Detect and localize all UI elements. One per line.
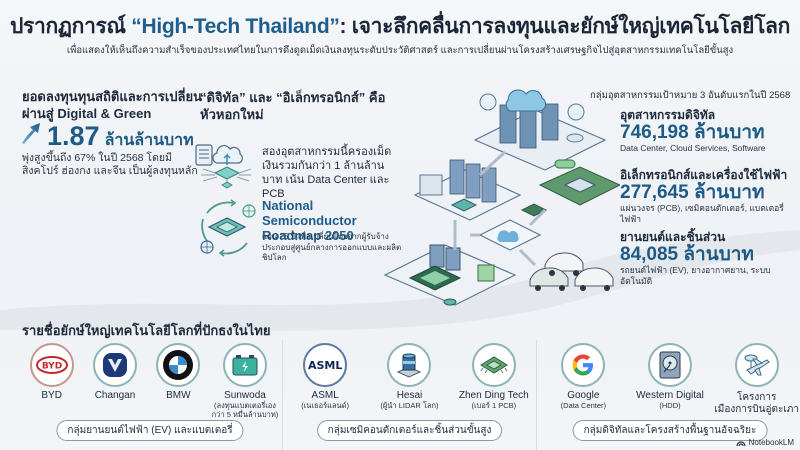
google-logo-icon <box>561 343 606 387</box>
industry-name: ยานยนต์และชิ้นส่วน <box>620 230 726 244</box>
battery-icon <box>222 343 267 387</box>
industry-value: 277,645 ล้านบาท <box>620 182 765 203</box>
industry-value: 746,198 ล้านบาท <box>620 122 765 143</box>
company-changan: Changan <box>83 343 146 419</box>
investment-heading: ยอดลงทุนทุนสถิติและการเปลี่ยนผ่านสู่ Dig… <box>22 89 202 121</box>
company-note: (ลงทุนแบตเตอรี่เอง กว่า 5 หมื่นล้านบาท) <box>211 401 279 419</box>
title-prefix: ปรากฏการณ์ <box>9 15 132 38</box>
airplane-icon <box>734 343 779 387</box>
target-industry-digital: อุตสาหกรรมดิจิทัล 746,198 ล้านบาท Data C… <box>620 108 800 154</box>
investment-value: 1.87 <box>47 121 100 151</box>
target-industry-electronics: อิเล็กทรอนิกส์และเครื่องใช้ไฟฟ้า 277,645… <box>620 168 800 224</box>
group-ev-battery: BYD BYD Changan BMW Sunwoda (ลงทุนแบตเตอ… <box>20 340 280 450</box>
notebooklm-watermark: NotebookLM <box>736 438 794 447</box>
industry-detail: Data Center, Cloud Services, Software <box>620 143 766 153</box>
title-suffix: : เจาะลึกคลื่นการลงทุนและยักษ์ใหญ่เทคโนโ… <box>339 15 791 38</box>
company-google: Google (Data Center) <box>548 343 618 414</box>
chip-icon <box>471 343 516 387</box>
semiconductor-roadmap-text: แผน 25 ปี เพื่อเปลี่ยนไทยจากผู้รับจ้างปร… <box>262 232 402 262</box>
digital-electronics-text: สองอุตสาหกรรมนี้ครองเม็ดเงินรวมกันกว่า 1… <box>262 146 392 200</box>
page-title: ปรากฏการณ์ “High-Tech Thailand”: เจาะลึก… <box>0 10 800 43</box>
company-name: Western Digital <box>636 390 704 401</box>
tech-giants-heading: รายชื่อยักษ์ใหญ่เทคโนโลยีโลกที่ปักธงในไท… <box>22 323 271 338</box>
group-semiconductor: ASML ASML (เนเธอร์แลนด์) Hesai (ผู้นำ LI… <box>282 340 537 450</box>
company-name: BMW <box>166 390 191 401</box>
company-name: Changan <box>94 390 136 401</box>
group-label-ev: กลุ่มยานยนต์ไฟฟ้า (EV) และแบตเตอรี่ <box>56 420 244 441</box>
lidar-sensor-icon <box>387 343 432 387</box>
company-note: (เนเธอร์แลนด์) <box>301 401 350 410</box>
company-name: Sunwoda <box>224 390 266 401</box>
trend-up-arrow-icon <box>22 123 40 144</box>
industry-detail: รถยนต์ไฟฟ้า (EV), ยางอากาศยาน, ระบบอัตโน… <box>620 265 771 286</box>
company-western-digital: Western Digital (HDD) <box>635 343 705 414</box>
byd-logo-icon: BYD <box>29 343 74 387</box>
company-bmw: BMW <box>147 343 210 419</box>
target-industries-heading: กลุ่มอุตสาหกรรมเป้าหมาย 3 อันดับแรกในปี … <box>590 90 791 101</box>
company-byd: BYD BYD <box>20 343 83 419</box>
decorative-swoosh <box>0 230 800 331</box>
company-uthapao-aerotropolis: โครงการ เมืองการบินอู่ตะเภา <box>714 343 799 415</box>
company-hesai: Hesai (ผู้นำ LIDAR โลก) <box>374 343 444 410</box>
investment-description: พุ่งสูงขึ้นถึง 67% ในปี 2568 โดยมีสิงคโป… <box>22 152 198 177</box>
company-note: (ผู้นำ LIDAR โลก) <box>380 401 439 410</box>
company-zhen-ding-tech: Zhen Ding Tech (เบอร์ 1 PCB) <box>459 343 529 410</box>
cloud-chip-icon <box>195 144 252 189</box>
brand-label: NotebookLM <box>748 438 794 447</box>
company-note: (เบอร์ 1 PCB) <box>471 401 517 410</box>
industry-value: 84,085 ล้านบาท <box>620 244 754 265</box>
digital-electronics-heading: “ดิจิทัล” และ “อิเล็กทรอนิกส์” คือหัวหอก… <box>200 90 386 122</box>
company-name: ASML <box>311 390 339 401</box>
industry-name: อิเล็กทรอนิกส์และเครื่องใช้ไฟฟ้า <box>620 168 788 182</box>
changan-logo-icon <box>92 343 137 387</box>
target-industry-automotive: ยานยนต์และชิ้นส่วน 84,085 ล้านบาท รถยนต์… <box>620 230 800 286</box>
industry-detail: แผ่นวงจร (PCB), เซมิคอนดักเตอร์, แบตเตอร… <box>620 203 784 224</box>
industry-name: อุตสาหกรรมดิจิทัล <box>620 108 716 122</box>
bmw-logo-icon <box>156 343 201 387</box>
company-note: เมืองการบินอู่ตะเภา <box>714 404 799 415</box>
company-asml: ASML ASML (เนเธอร์แลนด์) <box>290 343 360 410</box>
company-sunwoda: Sunwoda (ลงทุนแบตเตอรี่เอง กว่า 5 หมื่นล… <box>210 343 280 419</box>
group-label-digital: กลุ่มดิจิทัลและโครงสร้างพื้นฐานอัจฉริยะ <box>572 420 768 441</box>
investment-unit: ล้านล้านบาท <box>104 132 194 149</box>
company-name: Google <box>567 390 600 401</box>
investment-value-row: 1.87 ล้านล้านบาท <box>20 121 194 153</box>
company-name: BYD <box>41 390 62 401</box>
semiconductor-roadmap-title: National Semiconductor Roadmap 2050 <box>262 198 357 243</box>
company-note: (Data Center) <box>560 401 607 410</box>
group-label-semiconductor: กลุ่มเซมิคอนดักเตอร์และชิ้นส่วนขั้นสูง <box>316 420 503 441</box>
notebooklm-logo-icon <box>736 440 746 446</box>
asml-logo-icon: ASML <box>303 343 348 387</box>
company-note: (HDD) <box>659 401 681 410</box>
chip-cycle-icon <box>200 199 256 257</box>
page-subtitle: เพื่อแสดงให้เห็นถึงความสำเร็จของประเทศไท… <box>66 45 734 56</box>
company-name: โครงการ <box>736 392 777 403</box>
tech-infrastructure-illustration <box>383 89 620 306</box>
title-highlight: “High-Tech Thailand” <box>131 15 340 38</box>
svg-text:BYD: BYD <box>41 362 61 372</box>
group-digital-infrastructure: Google (Data Center) Western Digital (HD… <box>540 340 800 450</box>
company-name: Zhen Ding Tech <box>458 390 529 401</box>
hard-drive-icon <box>647 343 692 387</box>
company-name: Hesai <box>396 390 423 401</box>
